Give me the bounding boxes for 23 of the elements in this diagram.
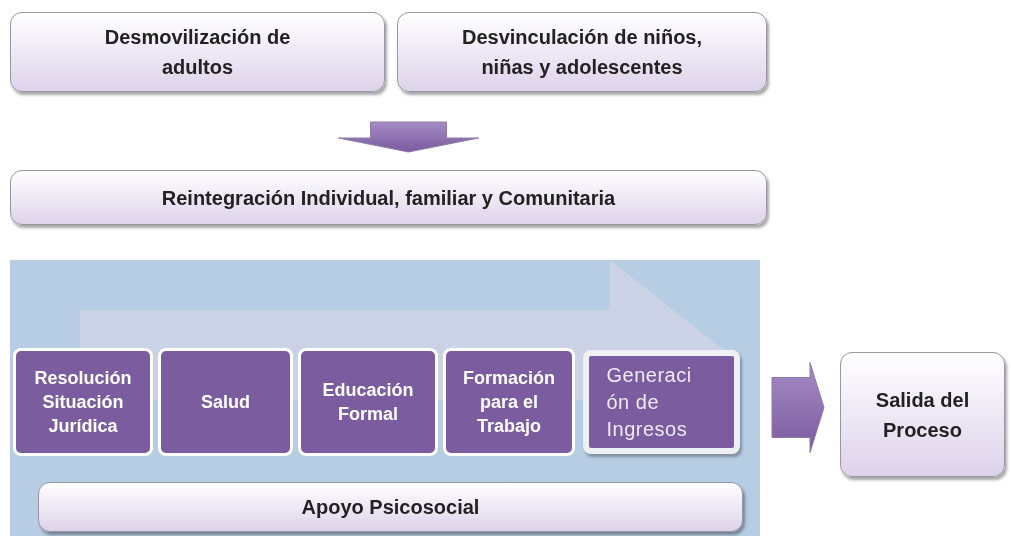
block-arrow xyxy=(771,362,825,453)
stage-box xyxy=(443,348,575,456)
node-label: Apoyo Psicosocial xyxy=(301,495,480,520)
stage-box xyxy=(13,348,153,456)
node-label: Formación para el Trabajo xyxy=(462,367,556,438)
node-label: Salida del Proceso xyxy=(874,387,971,443)
process-box xyxy=(10,170,767,225)
stage-box xyxy=(158,348,293,456)
node-label: Educación Formal xyxy=(321,379,415,426)
node-label: Salud xyxy=(201,391,250,414)
node-label: Reintegración Individual, familiar y Comunitaria xyxy=(161,185,616,211)
process-panel xyxy=(10,260,760,536)
node-label: Resolución Situación Jurídica xyxy=(33,367,133,438)
node-label: Desmovilización de adultos xyxy=(103,25,292,80)
process-box xyxy=(397,12,767,92)
block-arrow xyxy=(338,121,479,153)
process-box xyxy=(38,482,743,532)
node-label: Generaci ón de Ingresos xyxy=(606,362,693,442)
process-box xyxy=(840,352,1005,477)
stage-box xyxy=(583,350,740,454)
stage-box xyxy=(298,348,438,456)
process-box xyxy=(10,12,385,92)
node-label: Desvinculación de niños, niñas y adolescentes xyxy=(460,25,704,80)
